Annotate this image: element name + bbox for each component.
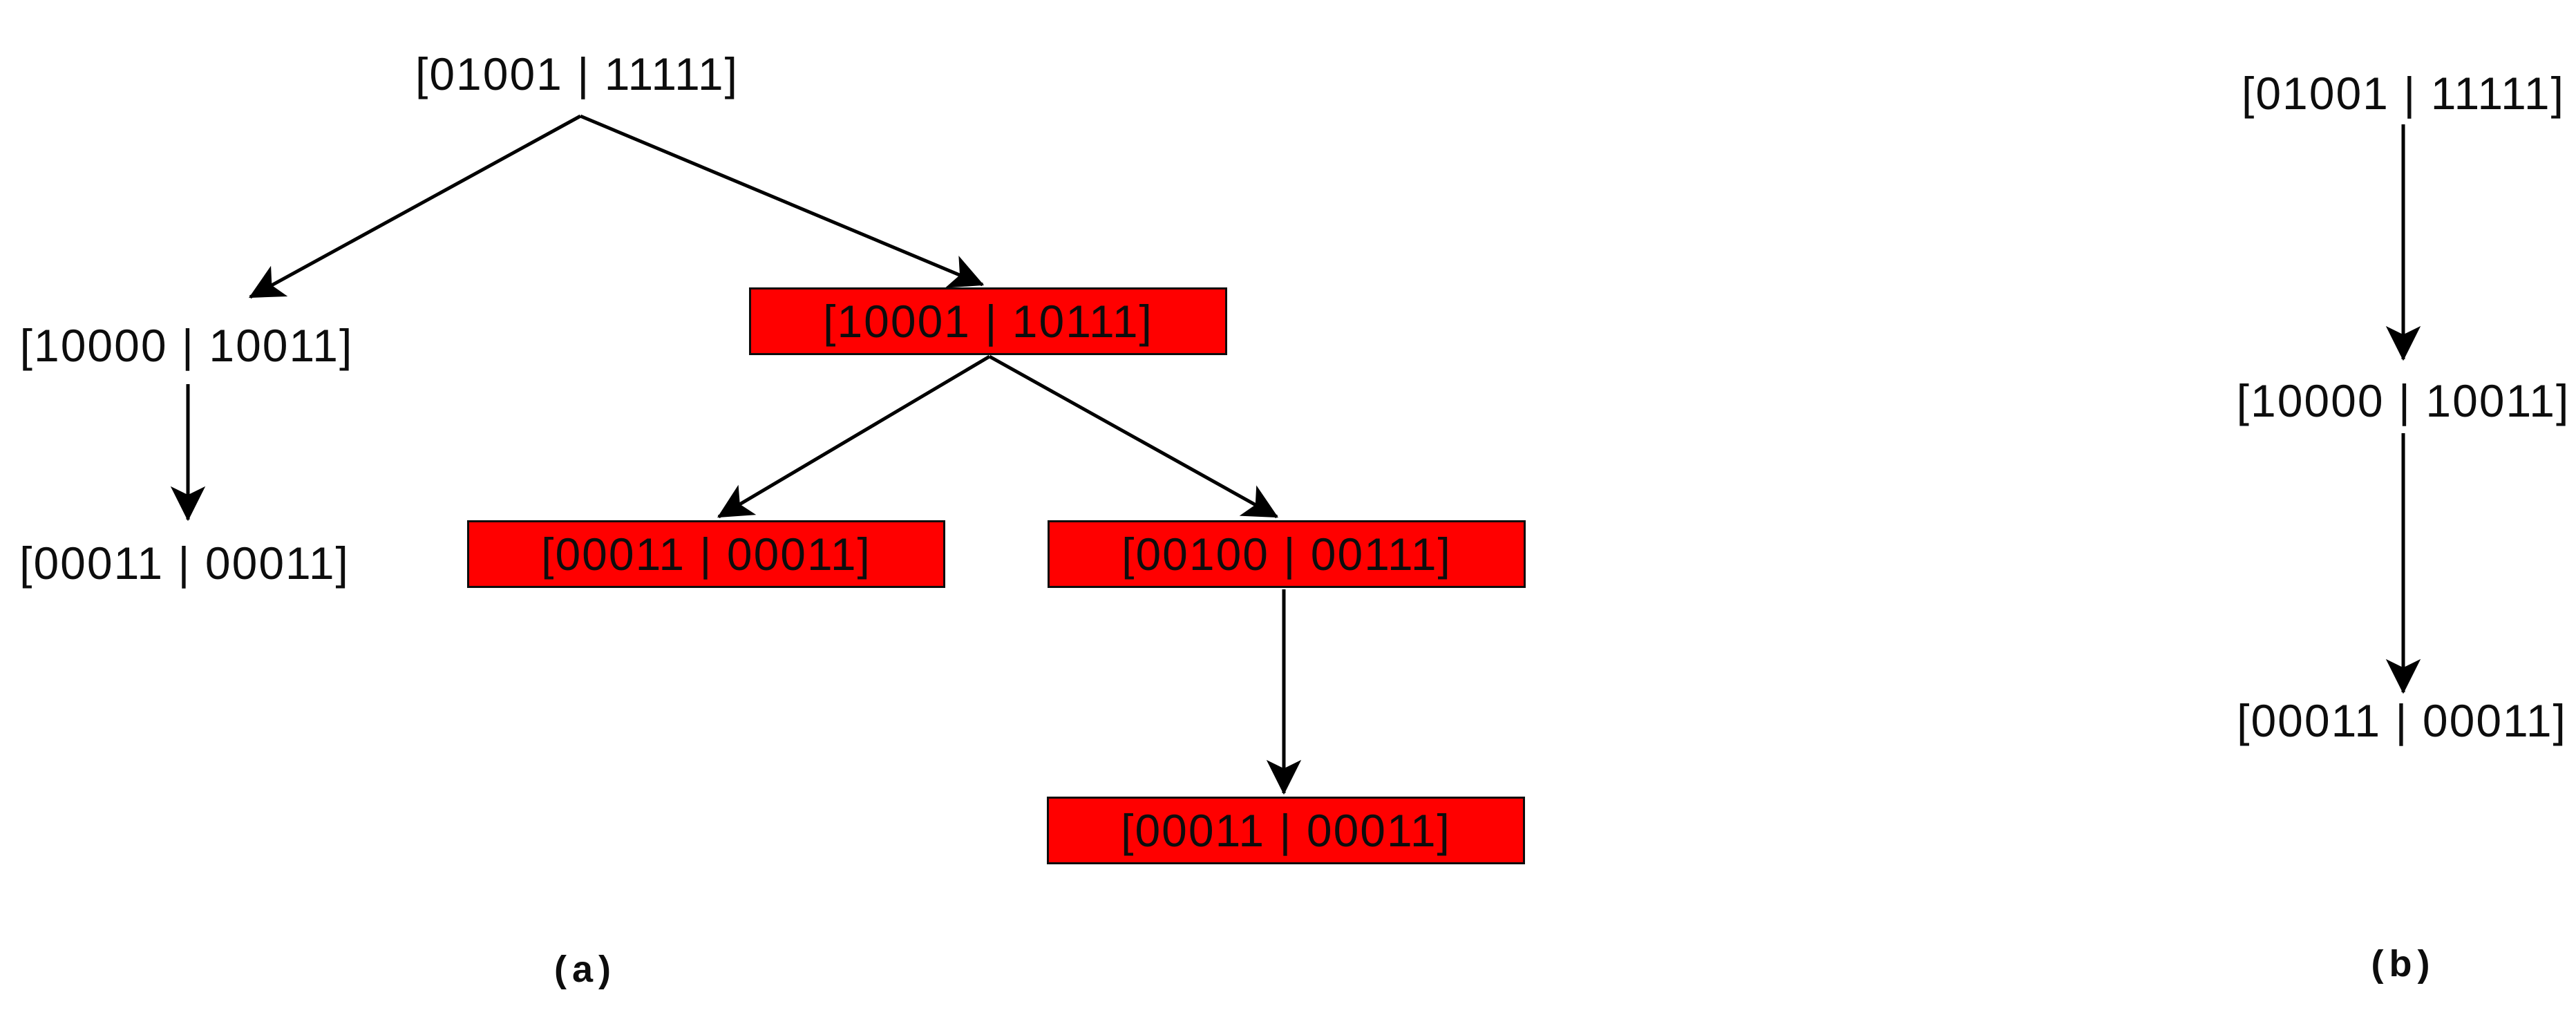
edge-a-right-to-right-left — [717, 354, 991, 519]
tree-node-left: [10000 | 10011] — [19, 320, 354, 371]
tree-node-right-highlighted: [10001 | 10111] — [749, 287, 1227, 355]
tree-node-right-left-highlighted: [00011 | 00011] — [467, 520, 945, 588]
chain-node-level-2: [00011 | 00011] — [2237, 695, 2567, 746]
panel-b-label: (b) — [2371, 943, 2436, 985]
tree-node-root: [01001 | 11111] — [415, 48, 739, 99]
chain-node-level-1: [10000 | 10011] — [2236, 375, 2570, 426]
edge-a-root-to-right — [580, 114, 985, 288]
edge-a-root-to-left — [248, 114, 582, 299]
panel-a-label: (a) — [554, 949, 616, 990]
tree-node-left-child: [00011 | 00011] — [19, 538, 350, 589]
tree-node-right-right-child-highlighted: [00011 | 00011] — [1047, 797, 1525, 864]
tree-node-right-right-highlighted: [00100 | 00111] — [1048, 520, 1526, 588]
edge-a-right-to-right-right — [988, 354, 1279, 519]
chain-node-level-0: [01001 | 11111] — [2242, 68, 2565, 119]
